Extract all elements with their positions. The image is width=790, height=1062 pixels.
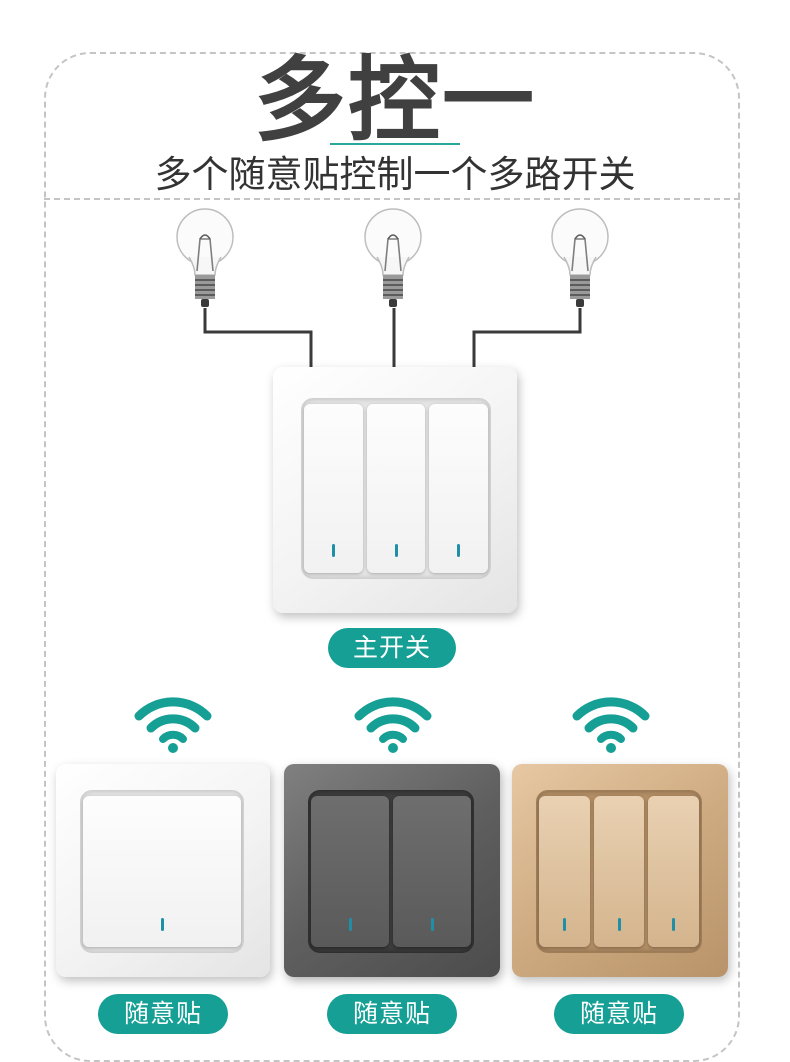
indicator-light <box>672 918 676 931</box>
main-switch-key-2[interactable] <box>366 404 426 573</box>
remote-switch-key-2[interactable] <box>593 796 645 947</box>
remote-switch-key[interactable] <box>83 796 241 947</box>
light-bulb-icon <box>364 208 422 307</box>
remote-switch-white[interactable] <box>56 764 270 977</box>
indicator-light <box>348 918 352 931</box>
remote-switch-gray[interactable] <box>284 764 500 977</box>
indicator-light <box>160 918 164 931</box>
main-switch-key-3[interactable] <box>429 404 489 573</box>
remote-switch-label: 随意贴 <box>327 994 457 1034</box>
remote-switch-label: 随意贴 <box>554 994 684 1034</box>
remote-switch-key-3[interactable] <box>648 796 700 947</box>
remote-switch-label: 随意贴 <box>98 994 228 1034</box>
remote-switch-key-1[interactable] <box>539 796 590 947</box>
remote-switch-frame <box>536 790 702 953</box>
indicator-light <box>617 918 621 931</box>
wifi-icon <box>134 697 212 753</box>
indicator-light <box>430 918 434 931</box>
remote-switch-frame <box>80 790 244 953</box>
indicator-light <box>331 544 335 557</box>
remote-switch-key-1[interactable] <box>311 796 389 947</box>
wifi-icon <box>354 697 432 753</box>
indicator-light <box>562 918 566 931</box>
remote-switch-frame <box>308 790 474 953</box>
indicator-light <box>457 544 461 557</box>
indicator-light <box>394 544 398 557</box>
main-switch-key-1[interactable] <box>304 404 363 573</box>
light-bulb-icon <box>176 208 234 307</box>
light-bulb-icon <box>551 208 609 307</box>
page-subtitle: 多个随意贴控制一个多路开关 <box>154 153 636 196</box>
page-title: 多控一 <box>253 47 536 154</box>
wiring-lines <box>203 308 582 372</box>
wifi-icon <box>572 697 650 753</box>
remote-switch-key-2[interactable] <box>393 796 471 947</box>
main-switch[interactable] <box>273 367 517 613</box>
title-underline <box>330 143 460 145</box>
main-switch-label: 主开关 <box>328 628 456 668</box>
remote-switch-gold[interactable] <box>512 764 728 977</box>
main-switch-frame <box>301 398 491 579</box>
section-divider <box>44 198 740 200</box>
